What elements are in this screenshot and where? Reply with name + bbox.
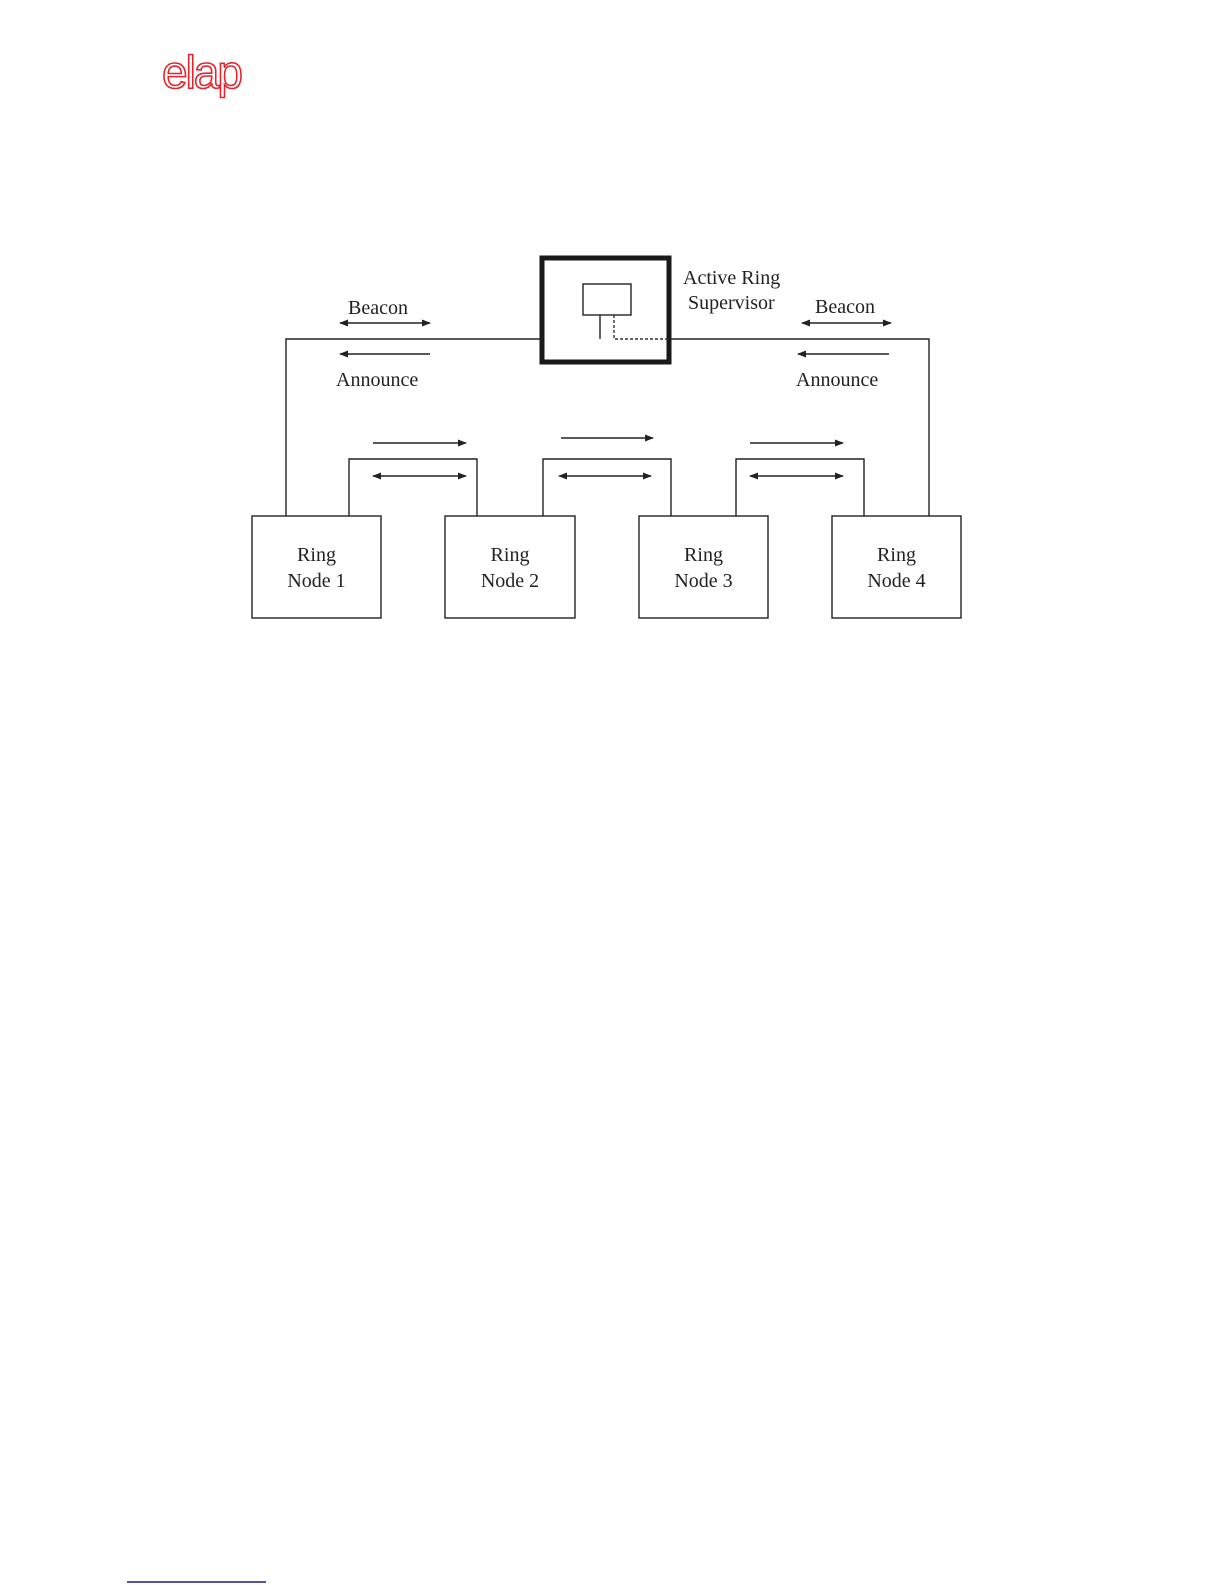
ring-link-right bbox=[669, 339, 929, 516]
elap-logo: elap bbox=[162, 46, 241, 98]
supervisor-label-line1: Active Ring bbox=[683, 267, 780, 289]
link-node1-node2 bbox=[349, 459, 477, 516]
left-announce-label: Announce bbox=[336, 369, 418, 391]
right-beacon-label: Beacon bbox=[815, 296, 875, 318]
ring-node-1-label-line2: Node 1 bbox=[287, 570, 345, 592]
ring-node-2-box bbox=[445, 516, 575, 618]
ring-node-4: Ring Node 4 bbox=[832, 516, 961, 618]
ring-node-3-box bbox=[639, 516, 768, 618]
supervisor-blocked-port-dashed-line bbox=[614, 315, 669, 339]
ring-node-4-label-line1: Ring bbox=[877, 544, 916, 566]
ring-node-2: Ring Node 2 bbox=[445, 516, 575, 618]
link-node2-node3 bbox=[543, 459, 671, 516]
ring-node-3-label-line2: Node 3 bbox=[674, 570, 732, 592]
ring-node-1-label-line1: Ring bbox=[297, 544, 336, 566]
ring-node-2-label-line1: Ring bbox=[491, 544, 530, 566]
ring-node-1: Ring Node 1 bbox=[252, 516, 381, 618]
ring-node-3: Ring Node 3 bbox=[639, 516, 768, 618]
ring-node-4-label-line2: Node 4 bbox=[867, 570, 925, 592]
right-announce-label: Announce bbox=[796, 369, 878, 391]
ring-node-2-label-line2: Node 2 bbox=[481, 570, 539, 592]
supervisor-label-line2: Supervisor bbox=[688, 292, 775, 314]
ring-node-3-label-line1: Ring bbox=[684, 544, 723, 566]
ring-node-4-box bbox=[832, 516, 961, 618]
ring-link-left bbox=[286, 339, 542, 516]
supervisor-inner-module bbox=[583, 284, 631, 315]
ring-node-1-box bbox=[252, 516, 381, 618]
left-beacon-label: Beacon bbox=[348, 297, 408, 319]
link-node3-node4 bbox=[736, 459, 864, 516]
